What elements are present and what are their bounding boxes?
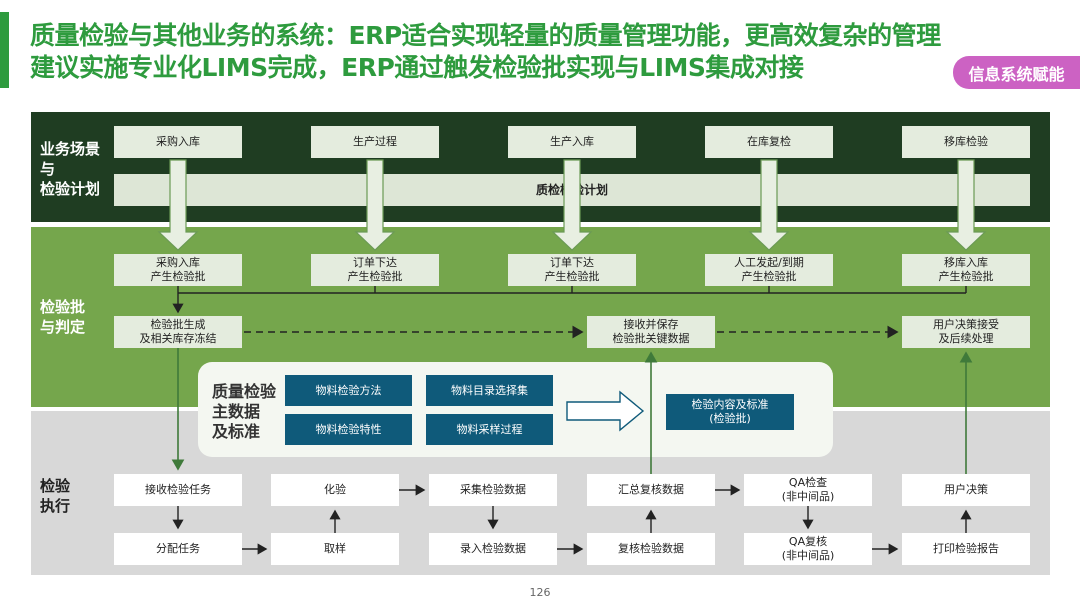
band-label-lot: 检验批 与判定 [40, 298, 86, 336]
lot-purchase: 采购入库 产生检验批 [114, 254, 242, 286]
md-inspection-method: 物料检验方法 [285, 375, 412, 406]
scenario-transfer-inspection: 移库检验 [902, 126, 1030, 158]
title-accent-bar [0, 12, 9, 88]
exec-sampling: 取样 [271, 533, 399, 565]
scenario-production-process: 生产过程 [311, 126, 439, 158]
exec-user-decision: 用户决策 [902, 474, 1030, 506]
exec-print-report: 打印检验报告 [902, 533, 1030, 565]
exec-lab-test: 化验 [271, 474, 399, 506]
master-data-label: 质量检验 主数据 及标准 [212, 382, 277, 441]
exec-assign-task: 分配任务 [114, 533, 242, 565]
section-tag: 信息系统赋能 [953, 56, 1080, 89]
inspection-plan-bar: 质检检验计划 [114, 174, 1030, 206]
exec-qa-review: QA复核 (非中间品) [744, 533, 872, 565]
page-number: 126 [529, 586, 551, 599]
lot-order-2: 订单下达 产生检验批 [508, 254, 636, 286]
exec-enter-data: 录入检验数据 [429, 533, 557, 565]
scenario-stock-recheck: 在库复检 [705, 126, 833, 158]
lot-order-1: 订单下达 产生检验批 [311, 254, 439, 286]
lot-transfer: 移库入库 产生检验批 [902, 254, 1030, 286]
md-catalog-set: 物料目录选择集 [426, 375, 553, 406]
band-label-exec: 检验 执行 [40, 477, 71, 515]
md-inspection-characteristic: 物料检验特性 [285, 414, 412, 445]
exec-collect-data: 采集检验数据 [429, 474, 557, 506]
exec-qa-check: QA检查 (非中间品) [744, 474, 872, 506]
scenario-production-receipt: 生产入库 [508, 126, 636, 158]
user-decision-accept: 用户决策接受 及后续处理 [902, 316, 1030, 348]
exec-summarize-review: 汇总复核数据 [587, 474, 715, 506]
md-inspection-standard: 检验内容及标准 (检验批) [666, 394, 794, 430]
lot-data-receive: 接收并保存 检验批关键数据 [587, 316, 715, 348]
exec-receive-task: 接收检验任务 [114, 474, 242, 506]
lot-manual: 人工发起/到期 产生检验批 [705, 254, 833, 286]
band-label-scenario: 业务场景 与 检验计划 [40, 140, 101, 198]
md-sampling-procedure: 物料采样过程 [426, 414, 553, 445]
page-title-line-1: 质量检验与其他业务的系统：ERP适合实现轻量的质量管理功能，更高效复杂的管理 [30, 21, 941, 50]
lot-generation-freeze: 检验批生成 及相关库存冻结 [114, 316, 242, 348]
exec-review-data: 复核检验数据 [587, 533, 715, 565]
scenario-purchase-receipt: 采购入库 [114, 126, 242, 158]
page-title-line-2: 建议实施专业化LIMS完成，ERP通过触发检验批实现与LIMS集成对接 [30, 53, 804, 82]
